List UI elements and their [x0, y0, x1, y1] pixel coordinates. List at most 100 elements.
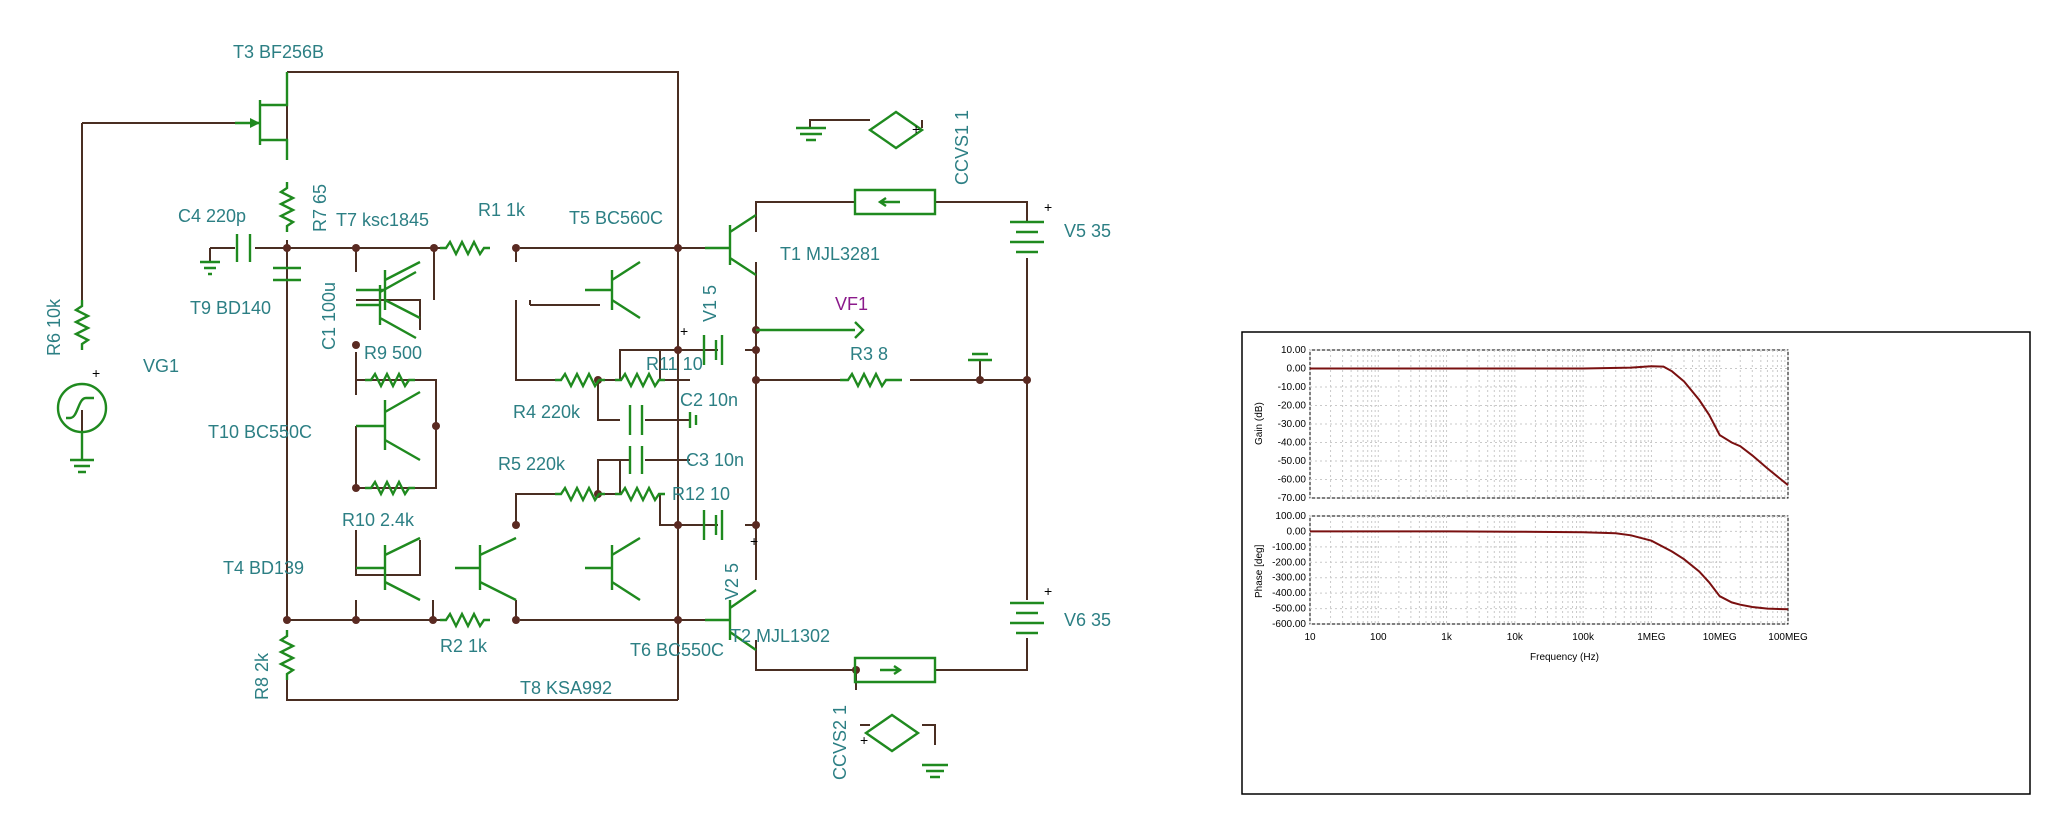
frequency-tick-label: 100 [1370, 632, 1387, 643]
label-vf1: VF1 [835, 294, 868, 314]
frequency-tick-label: 1MEG [1637, 632, 1666, 643]
label-r5: R5 220k [498, 454, 566, 474]
label-r12: R12 10 [672, 484, 730, 504]
label-t10: T10 BC550C [208, 422, 312, 442]
frequency-tick-label: 10k [1507, 632, 1524, 643]
label-t4: T4 BD139 [223, 558, 304, 578]
label-t8: T8 KSA992 [520, 678, 612, 698]
r3-resistor [840, 371, 902, 389]
r7-resistor [278, 182, 296, 232]
gain-chart: 10.000.00-10.00-20.00-30.00-40.00-50.00-… [1254, 345, 1789, 504]
polarity-plus-ccvs2: + [860, 732, 868, 748]
t3-jfet-symbol [235, 72, 289, 160]
r5-resistor [555, 485, 605, 503]
polarity-plus-v6: + [1044, 583, 1052, 599]
label-vg1: VG1 [143, 356, 179, 376]
r12-resistor [615, 485, 665, 503]
transistor-t9 [356, 270, 417, 340]
gain-ytick-label: 10.00 [1281, 345, 1306, 356]
transistor-t1 [705, 213, 757, 277]
component-labels: T3 BF256B R7 65 C4 220p T7 ksc1845 R1 1k… [44, 42, 1111, 780]
vg1-source [56, 382, 108, 474]
label-v2: V2 5 [722, 563, 742, 600]
label-ccvs2: CCVS2 1 [830, 705, 850, 780]
r8-resistor [278, 630, 296, 680]
phase-ytick-label: -600.00 [1272, 619, 1306, 630]
ccvs1-source [796, 110, 925, 150]
gain-ytick-label: -50.00 [1278, 456, 1307, 467]
r10-resistor [365, 479, 415, 497]
r4-resistor [555, 371, 605, 389]
gain-series-line [1310, 365, 1789, 486]
v6-battery [1010, 601, 1044, 635]
label-r9: R9 500 [364, 343, 422, 363]
label-c2: C2 10n [680, 390, 738, 410]
frequency-tick-label: 100MEG [1768, 632, 1808, 643]
components [56, 72, 1044, 779]
ccvs2-source [863, 713, 948, 779]
polarity-plus-v1: + [680, 323, 688, 339]
gain-ytick-label: -70.00 [1278, 493, 1307, 504]
label-c3: C3 10n [686, 450, 744, 470]
transistor-t5 [585, 260, 641, 320]
label-r8: R8 2k [252, 652, 272, 700]
frequency-tick-label: 10MEG [1703, 632, 1737, 643]
polarity-plus-v2: + [750, 533, 758, 549]
label-v1: V1 5 [700, 285, 720, 322]
gain-ytick-label: -20.00 [1278, 401, 1307, 412]
phase-ytick-label: -200.00 [1272, 557, 1306, 568]
phase-ytick-label: -400.00 [1272, 588, 1306, 599]
r11-resistor [615, 371, 665, 389]
label-t6: T6 BC550C [630, 640, 724, 660]
phase-chart: 100.000.00-100.00-200.00-300.00-400.00-5… [1254, 511, 1789, 630]
polarity-plus-vg1: + [92, 365, 100, 381]
label-t9: T9 BD140 [190, 298, 271, 318]
label-c1: C1 100u [319, 282, 339, 350]
label-r4: R4 220k [513, 402, 581, 422]
gain-ylabel: Gain (dB) [1254, 402, 1265, 445]
frequency-tick-label: 1k [1441, 632, 1453, 643]
phase-ylabel: Phase [deg] [1254, 544, 1265, 598]
r1-resistor [440, 239, 490, 257]
label-r10: R10 2.4k [342, 510, 415, 530]
polarity-plus-ccvs1: + [912, 121, 920, 137]
phase-ytick-label: -500.00 [1272, 604, 1306, 615]
phase-ytick-label: 100.00 [1275, 511, 1306, 522]
label-r6: R6 10k [44, 298, 64, 356]
label-ccvs1: CCVS1 1 [952, 110, 972, 185]
label-t7: T7 ksc1845 [336, 210, 429, 230]
transistor-t4 [356, 536, 421, 602]
v2-battery [702, 510, 724, 540]
gain-ytick-label: -40.00 [1278, 438, 1307, 449]
label-r3: R3 8 [850, 344, 888, 364]
gain-ytick-label: 0.00 [1287, 364, 1307, 375]
transistor-t10 [356, 390, 421, 462]
label-t3: T3 BF256B [233, 42, 324, 62]
r2-resistor [440, 611, 490, 629]
frequency-axis-ticks: 10 100 1k 10k 100k 1MEG 10MEG 100MEG [1304, 632, 1808, 643]
label-r11: R11 10 [646, 354, 703, 374]
frequency-tick-label: 10 [1304, 632, 1316, 643]
c4-capacitor [200, 234, 252, 276]
frequency-tick-label: 100k [1572, 632, 1595, 643]
transistor-t8 [455, 536, 517, 602]
label-r7: R7 65 [310, 184, 330, 232]
v1-battery [702, 335, 724, 365]
junction-nodes [283, 244, 1031, 674]
gain-ytick-label: -10.00 [1278, 382, 1307, 393]
r9-resistor [365, 371, 415, 389]
gain-ytick-label: -60.00 [1278, 475, 1307, 486]
c3-capacitor [628, 446, 644, 474]
polarity-plus-v5: + [1044, 199, 1052, 215]
label-r2: R2 1k [440, 636, 488, 656]
phase-ytick-label: -300.00 [1272, 573, 1306, 584]
transistor-t2 [705, 589, 757, 651]
phase-ytick-label: -100.00 [1272, 542, 1306, 553]
c2-capacitor [628, 405, 698, 435]
label-t2: T2 MJL1302 [730, 626, 830, 646]
c1-capacitor [273, 266, 301, 282]
label-v5: V5 35 [1064, 221, 1111, 241]
transistor-t6 [585, 536, 641, 602]
v5-battery [1010, 220, 1044, 254]
